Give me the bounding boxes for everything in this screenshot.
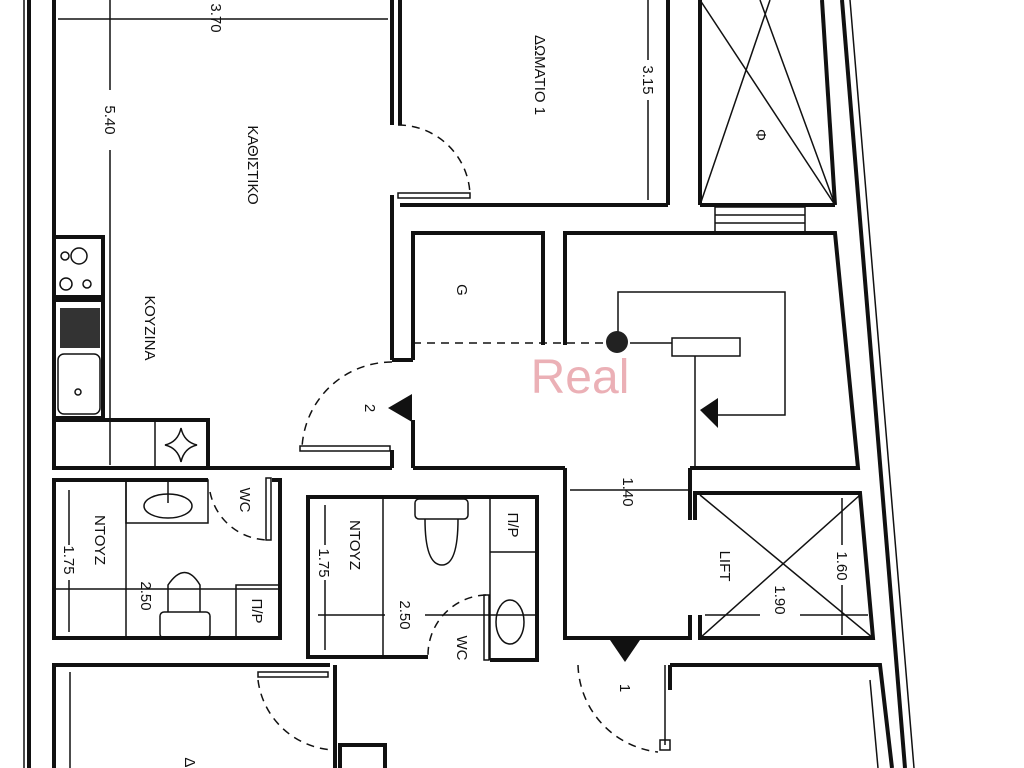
door-number-2: 2 [361,404,378,412]
room-label-living: ΚΑΘΙΣΤΙΚΟ [244,125,261,204]
room-label-storage: G [453,284,470,296]
hall [299,231,861,662]
room-label-shower2: ΝΤΟΥΖ [346,520,363,570]
lift [693,491,876,640]
bathroom-1 [52,477,282,640]
dim-living-length: 5.40 [101,105,118,134]
room-label-bedroom-bottom: ΔΩ [181,757,198,768]
kitchen-counter [52,235,394,470]
dim-bath1-length: 2.50 [137,581,154,610]
room-label-kitchen: ΚΟΥΖΙΝΑ [141,296,158,361]
dim-lift-width: 1.90 [771,585,788,614]
stair-arrow-icon [700,398,718,428]
dim-corridor-width: 1.40 [619,477,636,506]
labels: 3.70 5.40 ΚΑΘΙΣΤΙΚΟ ΚΟΥΖΙΝΑ ΔΩΜΑΤΙΟ 1 3.… [60,3,850,768]
room-label-shower1: ΝΤΟΥΖ [91,515,108,565]
label-washer2: Π/Ρ [504,512,521,537]
room-label-wc2: WC [453,636,470,661]
living-room [58,0,668,465]
watermark-logo: Real [531,351,630,404]
door-number-1: 1 [616,684,633,692]
dim-bedroom1-width: 3.15 [639,65,656,94]
label-washer1: Π/Ρ [248,598,265,623]
room-label-lift: LIFT [716,551,733,582]
dim-bath1-width: 1.75 [60,545,77,574]
dim-bath2-length: 2.50 [396,600,413,629]
room-label-shaft: Φ [752,129,769,141]
dim-living-width: 3.70 [207,3,224,32]
bedroom-1 [398,0,670,205]
column-icon [606,331,628,353]
shaft [698,0,837,233]
door-arrow-icon [388,394,412,422]
bottom-rooms [52,663,894,768]
dim-lift-depth: 1.60 [833,551,850,580]
bathroom-2 [306,495,539,662]
room-label-wc1: WC [236,488,253,513]
dim-bath2-width: 1.75 [315,548,332,577]
room-label-bedroom1: ΔΩΜΑΤΙΟ 1 [531,35,548,115]
entry-arrow-icon [610,640,640,662]
